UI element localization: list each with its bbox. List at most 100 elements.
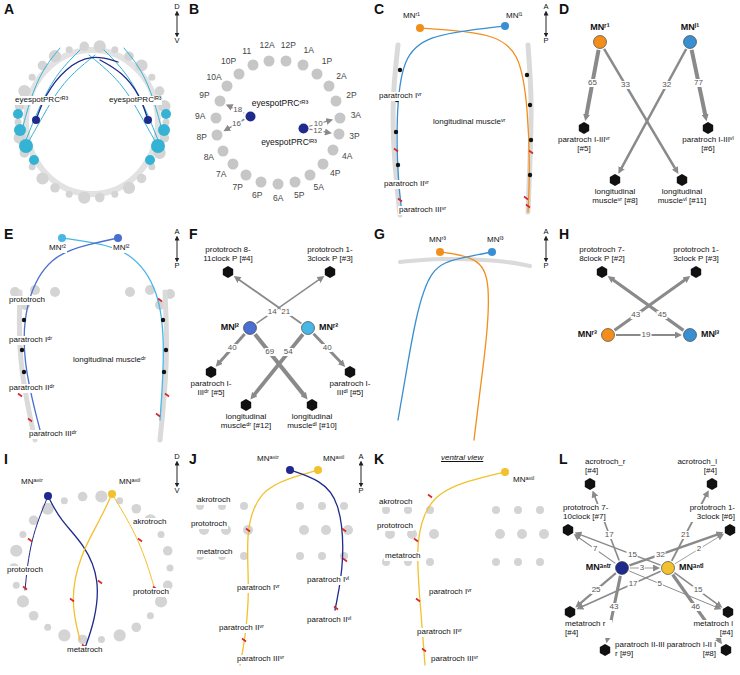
- axis-label: P: [542, 37, 549, 45]
- motor-neuron: MNʳ²: [301, 321, 315, 335]
- target-cell-shape: [327, 144, 339, 156]
- node-label: prototroch 7-10clock [#7]: [562, 504, 630, 522]
- target-cell: 2P: [330, 95, 342, 107]
- node-label: 7P: [231, 183, 243, 192]
- target-hexagon-shape: [706, 478, 718, 490]
- neurite: [124, 48, 162, 130]
- structure-label: MNˡ²: [112, 244, 130, 253]
- target-cell: 8A: [217, 145, 229, 157]
- target-cell: 3A: [334, 112, 346, 124]
- target-hexagon-shape: [690, 266, 702, 278]
- structure-label: paratroch Iᵛʳ: [236, 584, 281, 593]
- synapse-mark: [138, 539, 142, 542]
- circle: [302, 322, 315, 335]
- target-cell: 4P: [317, 158, 329, 170]
- target-cell-shape: [311, 68, 323, 80]
- synapse-dot: [394, 130, 398, 134]
- target-cell-shape: [214, 95, 226, 107]
- synapse-mark: [398, 199, 402, 202]
- circle: [298, 123, 308, 133]
- cell-body: [321, 525, 331, 535]
- cell-body: [155, 595, 167, 607]
- target-cell: 1P: [311, 68, 323, 80]
- synapse-count: 2: [696, 545, 702, 553]
- target-hexagon-shape: [599, 644, 611, 656]
- synapse-mark: [394, 149, 398, 152]
- target-cell-shape: [211, 129, 223, 141]
- hexagon: [597, 266, 607, 278]
- target-hexagon-shape: [344, 366, 356, 378]
- neurite: [112, 494, 155, 590]
- structure-label: akrotroch: [378, 498, 413, 507]
- circle: [602, 329, 615, 342]
- circle: [684, 36, 697, 49]
- node-label: 7A: [215, 170, 227, 179]
- cell-body: [318, 552, 326, 560]
- node-label: metatroch l [#4]: [686, 620, 734, 638]
- hexagon: [223, 266, 233, 278]
- synapse-dot: [398, 68, 402, 72]
- cell-body: [145, 155, 155, 165]
- circle: [227, 159, 238, 170]
- motor-neuron-shape: [593, 35, 607, 49]
- cell-body: [44, 624, 51, 631]
- node-label: MNʳ³: [577, 330, 598, 340]
- synapse-dot: [396, 163, 400, 167]
- cell-body: [240, 502, 248, 510]
- synapse-mark: [98, 581, 102, 584]
- synapse-count: 77: [693, 79, 704, 87]
- circle: [218, 145, 229, 156]
- synapse-mark: [158, 299, 162, 302]
- synapse-count: 33: [620, 81, 631, 89]
- target-cell-shape: [323, 80, 335, 92]
- axis-label: A: [357, 453, 364, 461]
- circle: [264, 55, 275, 66]
- circle: [233, 69, 244, 80]
- target-hexagon-shape: [720, 644, 732, 656]
- structure-label: prototroch: [8, 296, 46, 305]
- connection-arrow: [314, 334, 342, 363]
- hexagon: [563, 524, 573, 536]
- target-hexagon: paratroch II-III r [#9]: [599, 644, 611, 656]
- cell-body: [539, 529, 549, 539]
- node-label: paratroch I-IIIᵈˡ [#5]: [324, 380, 376, 398]
- neurite: [240, 470, 318, 665]
- panel-letter: K: [373, 452, 385, 467]
- synapse-count: 12: [312, 127, 323, 135]
- cell-body: [114, 629, 126, 641]
- target-cell: 7P: [240, 169, 252, 181]
- synapse-mark: [18, 394, 22, 397]
- target-cell: 12A: [263, 55, 275, 67]
- circle: [662, 562, 675, 575]
- target-hexagon: longitudinal muscleᵈˡ [#10]: [306, 399, 318, 411]
- synapse-dot: [22, 318, 26, 322]
- connection-arrow: [220, 334, 245, 362]
- cell-body: [50, 183, 60, 193]
- circle: [684, 329, 697, 342]
- panel-letter: D: [558, 2, 570, 17]
- synapse-mark: [246, 529, 250, 532]
- target-cell-shape: [247, 59, 259, 71]
- target-cell: 5P: [289, 176, 301, 188]
- node-label: longitudinal muscleᵈʳ [#12]: [215, 413, 277, 431]
- cell-body: [492, 506, 500, 514]
- structure-label: paratroch IIᵈʳ: [8, 384, 55, 393]
- structure-label: MNʳ²: [48, 244, 67, 253]
- circle: [333, 129, 344, 140]
- motor-neuron-shape: [661, 561, 675, 575]
- node-label: 2A: [335, 73, 347, 82]
- structure-label: metatroch: [66, 646, 104, 655]
- synapse-count: 40: [227, 344, 238, 352]
- node-label: 4A: [341, 153, 353, 162]
- synapse-count: 43: [609, 603, 620, 611]
- target-cell-shape: [304, 169, 316, 181]
- target-cell-shape: [297, 59, 309, 71]
- circle: [256, 176, 267, 187]
- neurite: [26, 50, 80, 140]
- node-label: prototroch 1-3clock P [#3]: [296, 246, 364, 264]
- motor-neuron-shape: [683, 328, 697, 342]
- circle: [245, 111, 255, 121]
- motor-neuron-shape: [243, 321, 257, 335]
- panel-letter: E: [3, 227, 14, 242]
- target-hexagon: acrotroch_r [#4]: [584, 478, 596, 490]
